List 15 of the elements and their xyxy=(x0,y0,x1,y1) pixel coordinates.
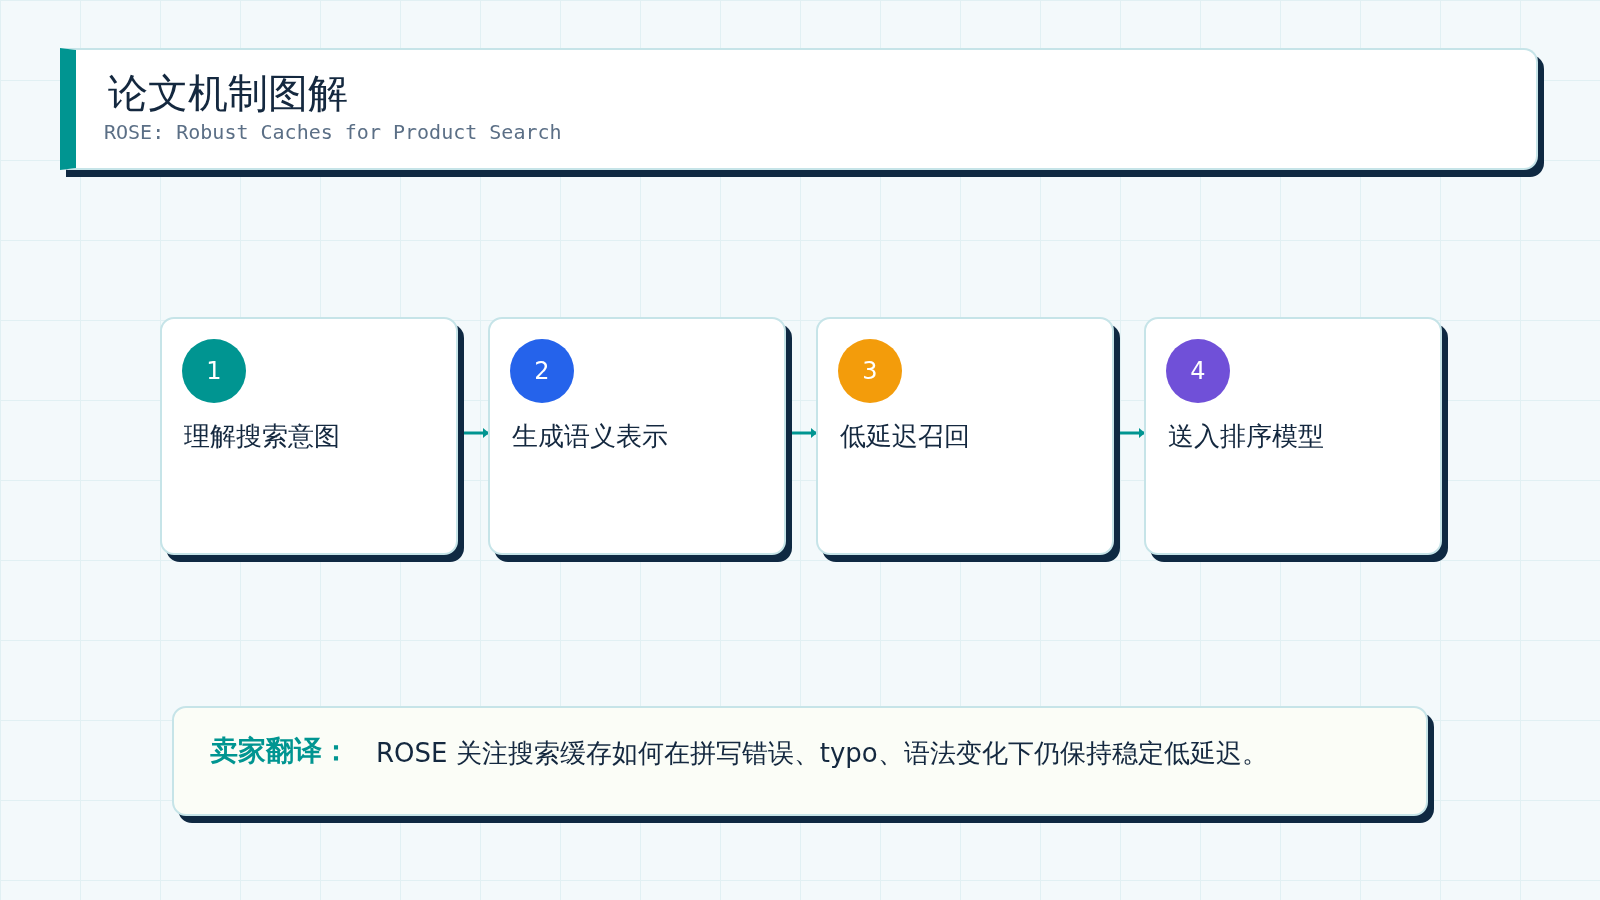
title: 论文机制图解 xyxy=(108,69,348,118)
step-number: 4 xyxy=(1166,339,1230,403)
note-text: ROSE 关注搜索缓存如何在拼写错误、typo、语法变化下仍保持稳定低延迟。 xyxy=(376,737,1269,770)
step-number: 1 xyxy=(182,339,246,403)
subtitle: ROSE: Robust Caches for Product Search xyxy=(104,120,562,144)
step-number: 2 xyxy=(510,339,574,403)
arrow xyxy=(464,428,489,438)
step-label: 送入排序模型 xyxy=(1168,420,1324,453)
arrow xyxy=(792,428,817,438)
step-label: 低延迟召回 xyxy=(840,420,970,453)
step-label: 理解搜索意图 xyxy=(184,420,340,453)
step-number: 3 xyxy=(838,339,902,403)
step-label: 生成语义表示 xyxy=(512,420,668,453)
note-heading: 卖家翻译： xyxy=(210,733,350,769)
arrow xyxy=(1120,428,1145,438)
